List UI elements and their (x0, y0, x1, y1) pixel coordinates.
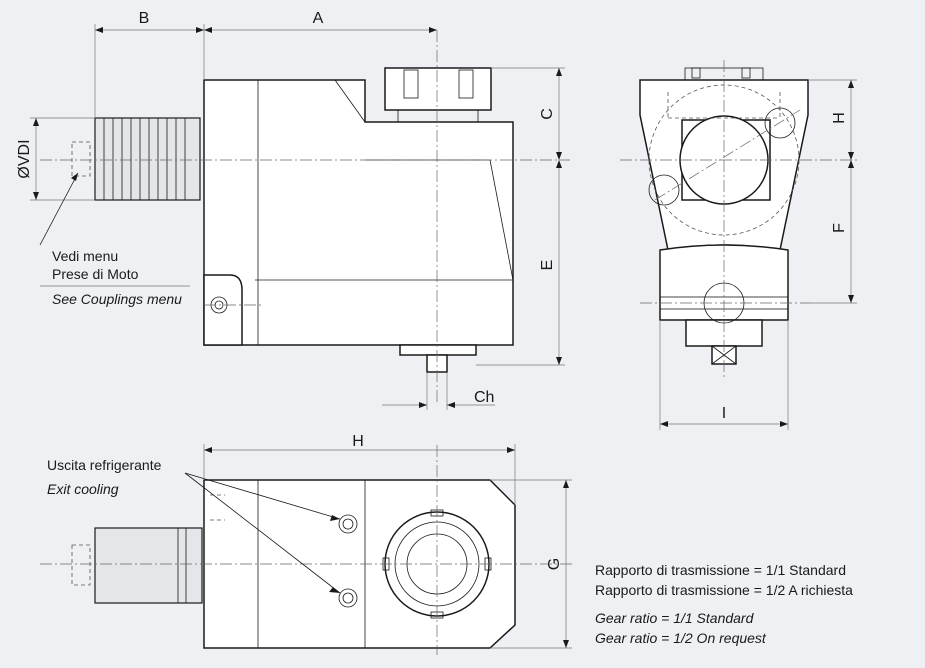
dim-label-h-top: H (352, 433, 364, 450)
dim-label-c: C (539, 108, 556, 120)
gear-ratio-en-standard: Gear ratio = 1/1 Standard (595, 610, 755, 626)
dim-label-e: E (539, 260, 556, 271)
top-shank (94, 527, 203, 604)
dim-label-b: B (139, 10, 150, 27)
front-view (620, 60, 860, 430)
dim-label-vdi: ØVDI (16, 139, 33, 178)
side-view (30, 24, 570, 410)
note-coupling-en: See Couplings menu (52, 291, 182, 307)
dim-label-g: G (546, 558, 563, 570)
note-coupling-it-line2: Prese di Moto (52, 266, 139, 282)
gear-ratio-it-standard: Rapporto di trasmissione = 1/1 Standard (595, 562, 846, 578)
vdi-shank (94, 117, 201, 201)
shank-serrations (103, 118, 186, 200)
gear-ratio-it-request: Rapporto di trasmissione = 1/2 A richies… (595, 582, 853, 598)
rear-plug (203, 274, 243, 346)
collet-nut (384, 67, 492, 111)
dim-label-i: I (722, 405, 726, 422)
bottom-flange (399, 344, 477, 356)
dim-label-f: F (831, 223, 848, 233)
dim-label-a: A (313, 10, 324, 27)
note-coolant-it: Uscita refrigerante (47, 457, 162, 473)
note-coupling-it-line1: Vedi menu (52, 248, 118, 264)
top-view (40, 444, 575, 655)
note-coolant-en: Exit cooling (47, 481, 119, 497)
gear-ratio-en-request: Gear ratio = 1/2 On request (595, 630, 767, 646)
dim-label-h-front: H (831, 112, 848, 124)
dim-label-ch: Ch (474, 389, 494, 406)
